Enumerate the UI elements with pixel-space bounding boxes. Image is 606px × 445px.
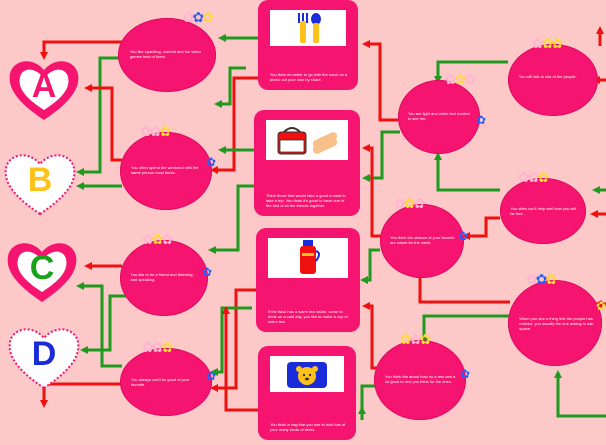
heart-d: D	[6, 324, 82, 390]
flower-cluster-icon: ✿✿✿	[444, 71, 476, 87]
arrow-c4-a	[222, 306, 258, 412]
choice-card-1[interactable]: You think its better to go with the lunc…	[258, 0, 358, 90]
flower-cluster-icon: ✿✿✿	[518, 169, 549, 185]
flower-cluster-icon: ✿✿✿	[182, 9, 214, 25]
flower-cluster-icon: ✿✿✿	[394, 195, 425, 211]
card-text: If the flask has a warm tea inside, some…	[268, 309, 348, 324]
bear-pouch-icon	[270, 356, 344, 392]
arrow-r2-a	[434, 152, 500, 192]
arrow-r3-b	[420, 314, 510, 346]
flower-icon: ✿	[201, 265, 212, 279]
flower-icon: ✿	[205, 155, 216, 169]
oval-text: You often spend the weekend with the sam…	[131, 164, 199, 175]
oval-text: When you see a thing first the people ha…	[519, 316, 594, 332]
oval-text: You think the chance of your favorite ar…	[390, 235, 455, 246]
arrow-r3-a	[416, 270, 510, 304]
choice-card-2[interactable]: Think those that would take a good a mea…	[254, 110, 360, 216]
flower-cluster-icon: ✿✿✿	[526, 271, 557, 287]
solid-heart-icon	[9, 61, 79, 120]
flower-cluster-icon: ✿✿✿	[142, 231, 173, 247]
heart-a: A	[6, 56, 82, 120]
arrow-m1-a	[362, 40, 398, 122]
arrow-c1-b	[210, 76, 258, 174]
arrow-r2-b	[462, 216, 500, 240]
question-oval-right-1[interactable]: ✿✿✿ You will talk to lots of the people.	[508, 36, 598, 116]
arrow-l3-b	[80, 294, 130, 354]
question-oval-left-4[interactable]: ✿✿✿ ✿ You always can't be good at your f…	[120, 340, 216, 416]
arrow-m2-b	[360, 248, 380, 284]
lace-heart-icon	[8, 328, 80, 390]
arrow-m2-a	[362, 144, 384, 238]
heart-b: B	[2, 150, 78, 216]
flower-icon: ✿	[475, 113, 486, 127]
flower-icon: ✿	[205, 369, 216, 383]
question-oval-mid-2[interactable]: ✿✿✿ ✿ You think the chance of your favor…	[380, 196, 468, 278]
arrow-c2-b	[208, 184, 256, 254]
question-oval-mid-1[interactable]: ✿✿✿ ✿ You are light and when feel excite…	[398, 72, 486, 154]
choice-card-3[interactable]: If the flask has a warm tea inside, some…	[256, 228, 360, 332]
question-oval-right-2[interactable]: ✿✿✿ You often can't help well how you wi…	[500, 170, 586, 244]
oval-text: You like to be a friend and listening, a…	[130, 271, 194, 282]
card-text: Think those that would take a good a mea…	[266, 193, 346, 208]
arrow-r3-c	[554, 370, 606, 418]
thermos-icon	[268, 238, 348, 278]
oval-text: You like sparkling, colorful and fun vid…	[129, 49, 201, 60]
oval-text: You always can't be good at your favorit…	[131, 376, 190, 387]
arrow-l4-b	[76, 282, 122, 368]
lace-heart-icon	[4, 154, 76, 216]
flower-cluster-icon: ✿✿✿	[142, 339, 173, 355]
arrow-l1-a	[40, 40, 122, 60]
heart-letter-d: D	[31, 334, 57, 373]
choice-card-4[interactable]: You think a bag that you use to hold lot…	[258, 346, 356, 440]
flower-cluster-icon: ✿✿✿	[532, 35, 563, 51]
arrow-m3-a	[362, 302, 380, 370]
flower-icon: ✿	[595, 299, 606, 313]
arrow-l2-a	[84, 84, 122, 162]
question-oval-mid-3[interactable]: ✿✿✿ ✿ You think the about how try a rest…	[374, 332, 470, 420]
oval-text: You think the about how try a rest and a…	[385, 373, 456, 384]
oval-text: You often can't help well how you will b…	[510, 205, 576, 216]
fork-spoon-icon	[270, 10, 346, 46]
arrow-r1-a	[434, 60, 508, 84]
heart-c: C	[4, 238, 80, 302]
heart-letter-b: B	[27, 160, 53, 199]
question-oval-right-3[interactable]: ✿✿✿ ✿ When you see a thing first the peo…	[508, 272, 606, 366]
question-oval-left-3[interactable]: ✿✿✿ ✿ You like to be a friend and listen…	[120, 232, 212, 316]
arrow-c1-c	[214, 66, 246, 108]
arrow-l1-b	[76, 56, 120, 176]
lunch-box-icon	[266, 120, 348, 160]
heart-letter-c: C	[29, 248, 55, 287]
oval-text: You will talk to lots of the people.	[518, 74, 577, 80]
arrow-c3-b	[210, 306, 252, 376]
flower-icon: ✿	[459, 367, 470, 381]
flower-icon: ✿	[457, 229, 468, 243]
card-text: You think its better to go with the lunc…	[270, 72, 348, 82]
question-oval-left-1[interactable]: ✿✿✿ You like sparkling, colorful and fun…	[118, 10, 216, 92]
flower-cluster-icon: ✿✿✿	[140, 123, 171, 139]
arrow-m3-b	[358, 384, 382, 420]
flower-cluster-icon: ✿✿✿	[400, 331, 431, 347]
heart-letter-a: A	[31, 66, 57, 105]
question-oval-left-2[interactable]: ✿✿✿ ✿ You often spend the weekend with t…	[120, 124, 216, 210]
card-text: You think a bag that you use to hold lot…	[270, 422, 346, 432]
arrow-m1-b	[362, 130, 400, 182]
oval-text: You are light and when feel excited to s…	[407, 111, 470, 122]
solid-heart-icon	[7, 243, 77, 302]
